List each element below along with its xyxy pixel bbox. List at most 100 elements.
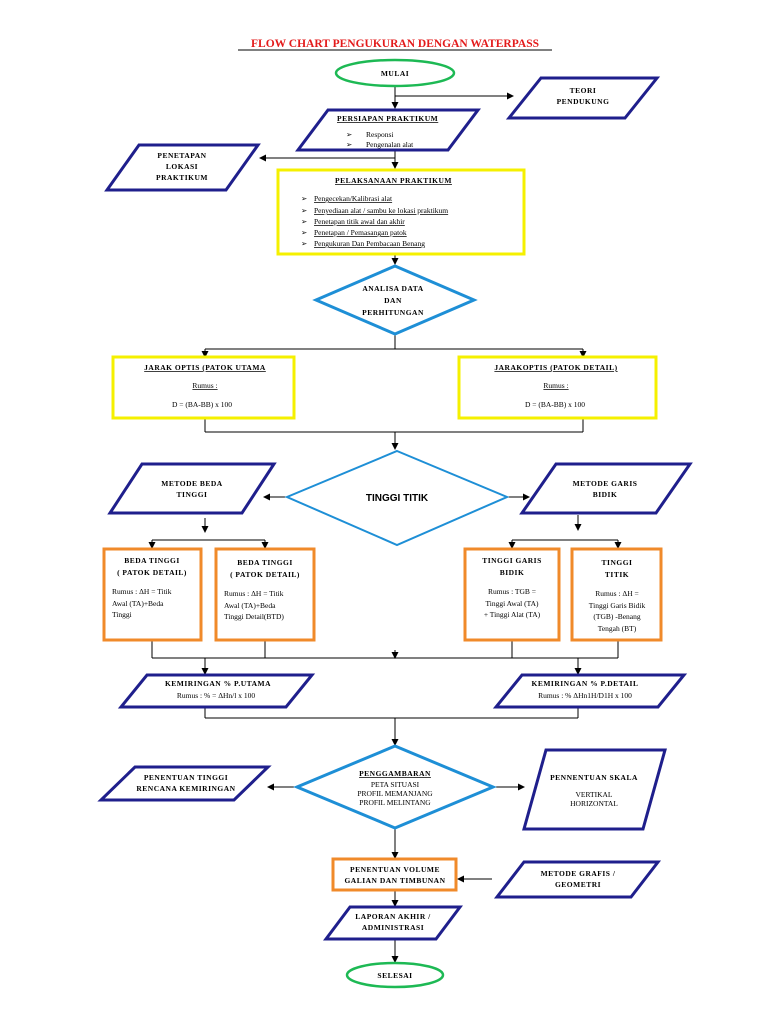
svg-text:PENENTUAN VOLUME: PENENTUAN VOLUME: [350, 865, 440, 874]
svg-text:Penetapan / Pemasangan patok: Penetapan / Pemasangan patok: [314, 228, 407, 237]
penentuan-skala-box: PENNENTUAN SKALA VERTIKAL HORIZONTAL: [522, 748, 667, 831]
beda-tinggi-box-1: BEDA TINGGI ( PATOK DETAIL) Rumus : ΔH =…: [102, 547, 203, 642]
metode-garis-bidik-box: METODE GARIS BIDIK: [519, 462, 693, 515]
svg-text:Rumus : TGB =: Rumus : TGB =: [488, 587, 536, 596]
svg-text:BIDIK: BIDIK: [593, 490, 618, 499]
svg-text:TINGGI GARIS: TINGGI GARIS: [482, 556, 542, 565]
svg-text:VERTIKAL: VERTIKAL: [575, 790, 612, 799]
svg-text:BEDA TINGGI: BEDA TINGGI: [124, 556, 180, 565]
metode-grafis-box: METODE GRAFIS / GEOMETRI: [493, 860, 662, 899]
svg-text:PENETAPAN: PENETAPAN: [157, 151, 206, 160]
teori-pendukung-box: TEORI PENDUKUNG: [505, 76, 661, 120]
svg-text:( PATOK DETAIL): ( PATOK DETAIL): [230, 570, 300, 579]
svg-text:PROFIL MEMANJANG: PROFIL MEMANJANG: [357, 789, 433, 798]
svg-text:TINGGI: TINGGI: [602, 558, 633, 567]
laporan-akhir-box: LAPORAN AKHIR / ADMINISTRASI: [323, 905, 463, 941]
svg-text:Pengenalan alat: Pengenalan alat: [366, 140, 414, 149]
penentuan-tinggi-box: PENENTUAN TINGGI RENCANA KEMIRINGAN: [97, 765, 272, 802]
svg-text:Awal (TA)+Beda: Awal (TA)+Beda: [224, 601, 276, 610]
tinggi-titik-box: TINGGI TITIK Rumus : ΔH = Tinggi Garis B…: [570, 547, 663, 642]
svg-text:TINGGI TITIK: TINGGI TITIK: [366, 493, 429, 504]
tinggi-titik-decision: TINGGI TITIK: [284, 449, 510, 547]
svg-text:SELESAI: SELESAI: [377, 971, 412, 980]
analisa-data-decision: ANALISA DATA DAN PERHITUNGAN: [312, 264, 478, 336]
svg-text:➢: ➢: [301, 228, 308, 237]
svg-text:PERSIAPAN PRAKTIKUM: PERSIAPAN PRAKTIKUM: [337, 114, 438, 123]
svg-text:Responsi: Responsi: [366, 130, 394, 139]
svg-text:➢: ➢: [301, 239, 308, 248]
svg-text:PETA SITUASI: PETA SITUASI: [371, 780, 420, 789]
svg-text:Rumus :: Rumus :: [543, 381, 568, 390]
svg-text:PROFIL MELINTANG: PROFIL MELINTANG: [359, 798, 431, 807]
svg-text:Rumus : ΔH =: Rumus : ΔH =: [595, 589, 638, 598]
svg-text:METODE BEDA: METODE BEDA: [161, 479, 222, 488]
svg-text:BEDA TINGGI: BEDA TINGGI: [237, 558, 293, 567]
svg-text:➢: ➢: [301, 194, 308, 203]
svg-text:KEMIRINGAN % P.UTAMA: KEMIRINGAN % P.UTAMA: [165, 679, 271, 688]
tinggi-garis-bidik-box: TINGGI GARIS BIDIK Rumus : TGB = Tinggi …: [463, 547, 561, 642]
svg-text:➢: ➢: [301, 217, 308, 226]
svg-text:LOKASI: LOKASI: [166, 162, 198, 171]
svg-text:( PATOK DETAIL): ( PATOK DETAIL): [117, 568, 187, 577]
pelaksanaan-items: ➢ Pengecekan/Kalibrasi alat ➢ Penyediaan…: [301, 194, 448, 248]
svg-text:+ Tinggi Alat (TA): + Tinggi Alat (TA): [484, 610, 541, 619]
metode-beda-tinggi-box: METODE BEDA TINGGI: [107, 462, 277, 515]
page-title: FLOW CHART PENGUKURAN DENGAN WATERPASS: [251, 38, 539, 50]
svg-text:Rumus : % ΔHn1H/D1H x 100: Rumus : % ΔHn1H/D1H x 100: [538, 691, 632, 700]
svg-text:Awal (TA)+Beda: Awal (TA)+Beda: [112, 599, 164, 608]
svg-text:PENNENTUAN SKALA: PENNENTUAN SKALA: [550, 773, 638, 782]
svg-text:PERHITUNGAN: PERHITUNGAN: [362, 308, 424, 317]
kemiringan-utama-box: KEMIRINGAN % P.UTAMA Rumus : % = ΔHn/l x…: [117, 673, 316, 709]
persiapan-praktikum-box: PERSIAPAN PRAKTIKUM ➢ Responsi ➢ Pengena…: [295, 108, 481, 152]
end-terminal: SELESAI: [345, 961, 445, 989]
svg-text:Pengukuran Dan Pembacaan Bena: Pengukuran Dan Pembacaan Benang: [314, 239, 425, 248]
svg-text:PRAKTIKUM: PRAKTIKUM: [156, 173, 208, 182]
svg-text:PELAKSANAAN PRAKTIKUM: PELAKSANAAN PRAKTIKUM: [335, 176, 452, 185]
svg-text:D = (BA-BB) x 100: D = (BA-BB) x 100: [525, 400, 585, 409]
svg-text:Tinggi: Tinggi: [112, 610, 132, 619]
svg-text:Pengecekan/Kalibrasi alat: Pengecekan/Kalibrasi alat: [314, 194, 393, 203]
svg-text:PENDUKUNG: PENDUKUNG: [557, 97, 610, 106]
svg-text:Tinggi Awal (TA): Tinggi Awal (TA): [485, 599, 539, 608]
pelaksanaan-praktikum-box: PELAKSANAAN PRAKTIKUM ➢ Pengecekan/Kalib…: [276, 168, 526, 256]
svg-text:➢: ➢: [346, 130, 353, 139]
beda-tinggi-box-2: BEDA TINGGI ( PATOK DETAIL) Rumus : ΔH =…: [214, 547, 316, 642]
svg-text:JARAK OPTIS (PATOK UTAMA: JARAK OPTIS (PATOK UTAMA: [144, 363, 266, 372]
jarak-optis-utama-box: JARAK OPTIS (PATOK UTAMA Rumus : D = (BA…: [111, 355, 296, 420]
svg-text:TEORI: TEORI: [570, 86, 597, 95]
svg-text:Rumus : ΔH = Titik: Rumus : ΔH = Titik: [112, 587, 172, 596]
svg-text:RENCANA KEMIRINGAN: RENCANA KEMIRINGAN: [136, 784, 235, 793]
svg-text:Tinggi Garis Bidik: Tinggi Garis Bidik: [589, 601, 646, 610]
penetapan-lokasi-box: PENETAPAN LOKASI PRAKTIKUM: [104, 143, 261, 192]
svg-text:Rumus :: Rumus :: [192, 381, 217, 390]
svg-text:KEMIRINGAN % P.DETAIL: KEMIRINGAN % P.DETAIL: [532, 679, 639, 688]
svg-text:➢: ➢: [346, 140, 353, 149]
svg-text:TINGGI: TINGGI: [177, 490, 208, 499]
svg-text:Penyediaan alat / sambu ke lok: Penyediaan alat / sambu ke lokasi prakti…: [314, 206, 448, 215]
jarak-optis-detail-box: JARAKOPTIS (PATOK DETAIL) Rumus : D = (B…: [457, 355, 658, 420]
svg-text:GALIAN DAN TIMBUNAN: GALIAN DAN TIMBUNAN: [344, 876, 445, 885]
svg-text:LAPORAN AKHIR /: LAPORAN AKHIR /: [355, 912, 431, 921]
svg-text:D = (BA-BB) x 100: D = (BA-BB) x 100: [172, 400, 232, 409]
svg-text:HORIZONTAL: HORIZONTAL: [570, 799, 618, 808]
svg-text:ADMINISTRASI: ADMINISTRASI: [362, 923, 424, 932]
svg-text:(TGB) -Benang: (TGB) -Benang: [593, 612, 641, 621]
svg-text:PENGGAMBARAN: PENGGAMBARAN: [359, 769, 431, 778]
svg-text:➢: ➢: [301, 206, 308, 215]
start-terminal: MULAI: [334, 58, 456, 88]
kemiringan-detail-box: KEMIRINGAN % P.DETAIL Rumus : % ΔHn1H/D1…: [492, 673, 688, 709]
svg-text:Tinggi Detail(BTD): Tinggi Detail(BTD): [224, 612, 284, 621]
svg-text:Penetapan titik awal dan akhir: Penetapan titik awal dan akhir: [314, 217, 405, 226]
penentuan-volume-box: PENENTUAN VOLUME GALIAN DAN TIMBUNAN: [331, 857, 458, 892]
svg-text:MULAI: MULAI: [381, 69, 409, 78]
svg-text:GEOMETRI: GEOMETRI: [555, 880, 601, 889]
connectors: [148, 87, 622, 963]
svg-text:METODE GARIS: METODE GARIS: [573, 479, 638, 488]
svg-text:Rumus : % = ΔHn/l x 100: Rumus : % = ΔHn/l x 100: [177, 691, 255, 700]
svg-text:PENENTUAN TINGGI: PENENTUAN TINGGI: [144, 773, 228, 782]
svg-text:DAN: DAN: [384, 296, 402, 305]
svg-text:JARAKOPTIS (PATOK DETAIL): JARAKOPTIS (PATOK DETAIL): [494, 363, 617, 372]
svg-text:METODE GRAFIS /: METODE GRAFIS /: [541, 869, 616, 878]
penggambaran-decision: PENGGAMBARAN PETA SITUASI PROFIL MEMANJA…: [293, 744, 497, 830]
